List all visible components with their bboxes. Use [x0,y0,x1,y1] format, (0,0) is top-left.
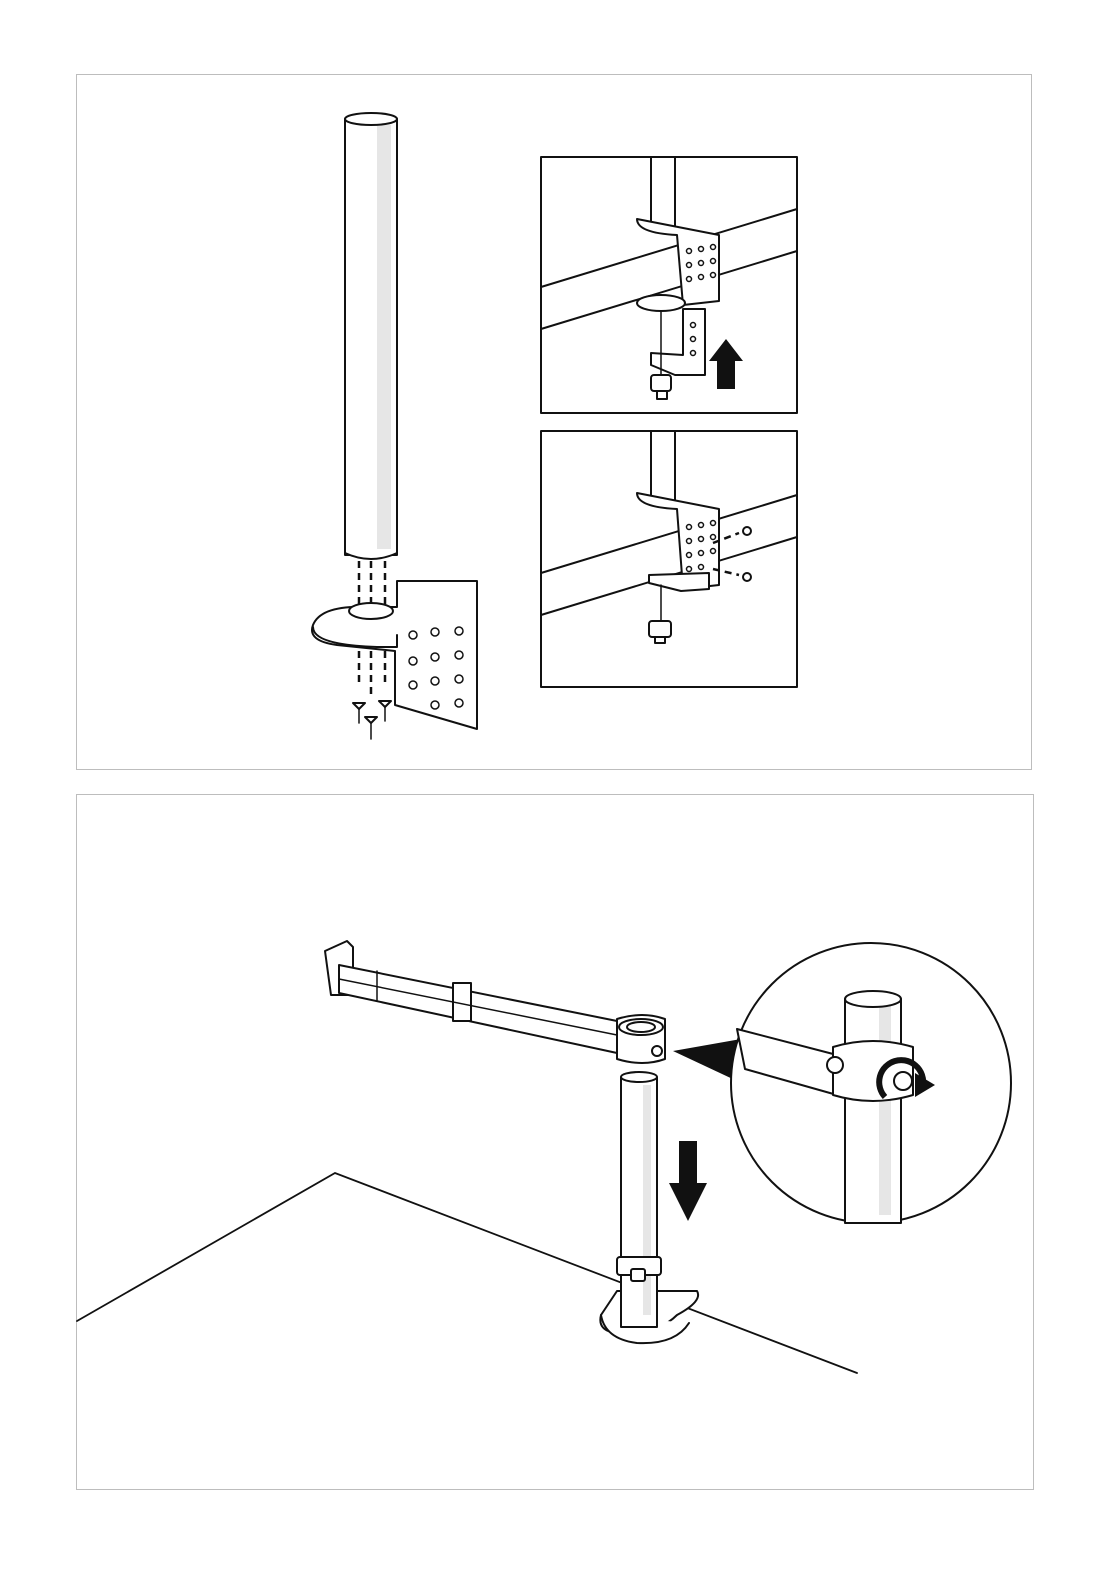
zoom-detail-circle [731,943,1011,1223]
clamp-screw-detail [541,431,797,687]
pole-figure [345,113,397,559]
clamp-attach-detail [541,157,797,413]
step-1-panel [76,74,1032,770]
arrow-down-icon [669,1141,707,1221]
step-1-illustration [77,75,1033,771]
step-2-panel [76,794,1034,1490]
base-plate [312,581,477,729]
desk-surface [77,1173,857,1373]
monitor-arm [325,941,665,1063]
screw-icon [353,701,391,739]
step-2-illustration [77,795,1035,1491]
pole-figure [617,1072,661,1327]
